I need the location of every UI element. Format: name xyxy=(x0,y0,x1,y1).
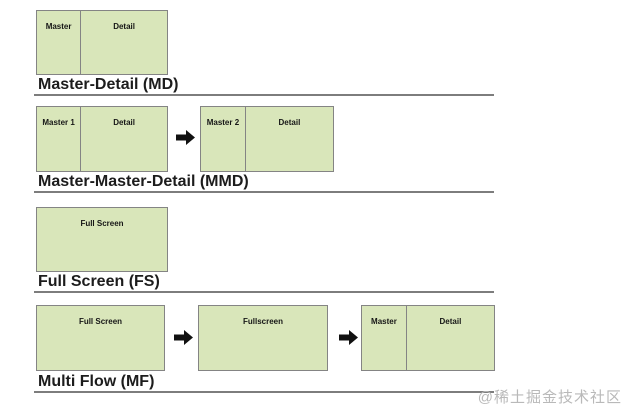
section-divider-md xyxy=(34,94,494,96)
section-title-mf: Multi Flow (MF) xyxy=(38,373,155,390)
mf-fullscreen1-label: Full Screen xyxy=(78,317,123,326)
section-divider-fs xyxy=(34,291,494,293)
mf-fullscreen2-pane: Fullscreen xyxy=(199,306,327,370)
flow-arrow-icon xyxy=(339,329,359,346)
section-divider-mmd xyxy=(34,191,494,193)
mmd-master1-pane: Master 1 xyxy=(37,107,82,171)
md-detail-pane: Detail xyxy=(81,11,167,74)
watermark: @稀土掘金技术社区 xyxy=(477,389,622,406)
md-master-label: Master xyxy=(45,22,72,31)
mf-fullscreen1-pane: Full Screen xyxy=(37,306,164,370)
mf-box-1: Full Screen xyxy=(36,305,165,371)
section-title-fs: Full Screen (FS) xyxy=(38,273,160,290)
section-title-md: Master-Detail (MD) xyxy=(38,76,179,93)
section-divider-mf xyxy=(34,391,494,393)
mmd-detail1-label: Detail xyxy=(113,118,135,127)
mmd-master2-label: Master 2 xyxy=(206,118,240,127)
md-box: Master Detail xyxy=(36,10,168,75)
mf-detail-label: Detail xyxy=(439,317,462,326)
mf-master-pane: Master xyxy=(362,306,407,370)
fs-pane: Full Screen xyxy=(37,208,167,271)
mmd-box-1: Master 1 Detail xyxy=(36,106,168,172)
fs-box: Full Screen xyxy=(36,207,168,272)
fs-label: Full Screen xyxy=(80,219,124,228)
mf-detail-pane: Detail xyxy=(407,306,494,370)
mmd-detail2-pane: Detail xyxy=(246,107,333,171)
flow-arrow-icon xyxy=(176,129,196,146)
mf-fullscreen2-label: Fullscreen xyxy=(242,317,283,326)
flow-arrow-icon xyxy=(174,329,194,346)
mf-master-label: Master xyxy=(371,317,397,326)
mmd-master2-pane: Master 2 xyxy=(201,107,246,171)
md-detail-label: Detail xyxy=(113,22,135,31)
section-title-mmd: Master-Master-Detail (MMD) xyxy=(38,173,249,190)
mmd-detail2-label: Detail xyxy=(278,118,301,127)
mmd-detail1-pane: Detail xyxy=(81,107,167,171)
mmd-box-2: Master 2 Detail xyxy=(200,106,334,172)
mmd-master1-label: Master 1 xyxy=(42,118,75,127)
md-master-pane: Master xyxy=(37,11,82,74)
mf-box-3: Master Detail xyxy=(361,305,495,371)
mf-box-2: Fullscreen xyxy=(198,305,328,371)
